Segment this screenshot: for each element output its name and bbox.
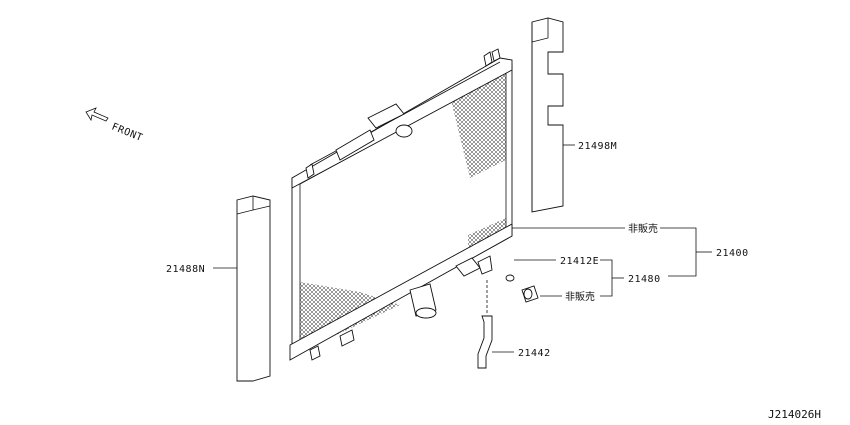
drain-cock-21412E [505, 274, 515, 282]
radiator-assembly [289, 48, 513, 361]
label-21488N: 21488N [166, 264, 205, 275]
label-21412E: 21412E [560, 256, 599, 267]
diagram-code: J214026H [768, 408, 821, 421]
leader-21480-bracket [600, 259, 613, 297]
front-arrow-icon [85, 107, 109, 122]
label-non-sale-2: 非販売 [565, 290, 595, 303]
insulator-21488N [236, 195, 271, 382]
drain-cock-not-sold [521, 285, 539, 303]
leader-21400-bracket [660, 227, 697, 277]
label-21400: 21400 [716, 248, 749, 259]
insulator-21498M [531, 17, 564, 213]
label-non-sale-1: 非販売 [628, 222, 658, 235]
label-21442: 21442 [518, 348, 551, 359]
front-label: FRONT [110, 122, 144, 144]
drain-hose-21442 [477, 280, 493, 369]
label-21480: 21480 [628, 274, 661, 285]
label-21498M: 21498M [578, 141, 617, 152]
